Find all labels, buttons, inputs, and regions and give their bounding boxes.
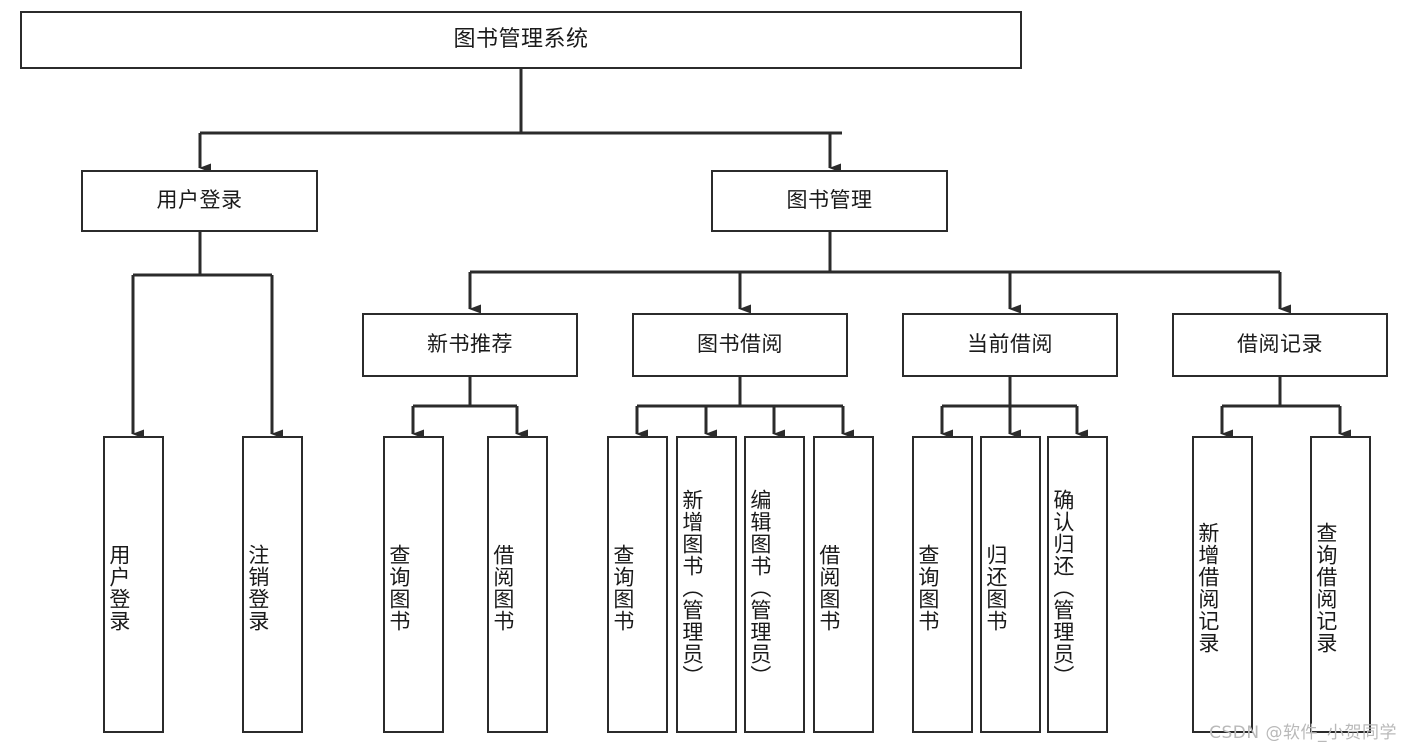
node-leaf-return-book[interactable]: 归还图书 <box>980 436 1041 733</box>
node-user-login[interactable]: 用户登录 <box>81 170 318 232</box>
node-leaf-query-book-recommend[interactable]: 查询图书 <box>383 436 444 733</box>
node-current-borrow[interactable]: 当前借阅 <box>902 313 1118 377</box>
node-label: 确认归还（管理员） <box>1050 488 1075 687</box>
csdn-watermark: CSDN @软件_小贺同学 <box>1209 723 1397 743</box>
node-label: 借阅图书 <box>490 543 515 632</box>
node-leaf-query-borrow-record[interactable]: 查询借阅记录 <box>1310 436 1371 733</box>
node-label: 用户登录 <box>106 543 131 632</box>
node-leaf-borrow-book[interactable]: 借阅图书 <box>813 436 874 733</box>
node-label: 借阅图书 <box>816 543 841 632</box>
node-label: 查询图书 <box>915 543 940 632</box>
node-leaf-edit-book-admin[interactable]: 编辑图书（管理员） <box>744 436 805 733</box>
node-leaf-logout-login[interactable]: 注销登录 <box>242 436 303 733</box>
node-leaf-user-login[interactable]: 用户登录 <box>103 436 164 733</box>
node-label: 编辑图书（管理员） <box>747 488 772 687</box>
node-label: 新增借阅记录 <box>1195 521 1220 654</box>
node-leaf-query-book-borrow[interactable]: 查询图书 <box>607 436 668 733</box>
node-book-management[interactable]: 图书管理 <box>711 170 948 232</box>
node-leaf-add-book-admin[interactable]: 新增图书（管理员） <box>676 436 737 733</box>
node-leaf-confirm-return-admin[interactable]: 确认归还（管理员） <box>1047 436 1108 733</box>
node-label: 注销登录 <box>245 543 270 632</box>
node-book-borrow[interactable]: 图书借阅 <box>632 313 848 377</box>
node-label: 查询借阅记录 <box>1313 521 1338 654</box>
node-leaf-add-borrow-record[interactable]: 新增借阅记录 <box>1192 436 1253 733</box>
node-label: 查询图书 <box>386 543 411 632</box>
node-leaf-borrow-book-recommend[interactable]: 借阅图书 <box>487 436 548 733</box>
node-label: 图书管理系统 <box>453 26 589 52</box>
node-label: 查询图书 <box>610 543 635 632</box>
node-root-book-management-system[interactable]: 图书管理系统 <box>20 11 1022 69</box>
node-label: 借阅记录 <box>1237 332 1323 357</box>
node-new-book-recommend[interactable]: 新书推荐 <box>362 313 578 377</box>
node-leaf-query-book-current[interactable]: 查询图书 <box>912 436 973 733</box>
node-label: 新增图书（管理员） <box>679 488 704 687</box>
node-label: 图书管理 <box>786 188 873 213</box>
node-borrow-record[interactable]: 借阅记录 <box>1172 313 1388 377</box>
node-label: 图书借阅 <box>697 332 783 357</box>
node-label: 当前借阅 <box>967 332 1053 357</box>
node-label: 用户登录 <box>156 188 243 213</box>
node-label: 归还图书 <box>983 543 1008 632</box>
node-label: 新书推荐 <box>427 332 513 357</box>
